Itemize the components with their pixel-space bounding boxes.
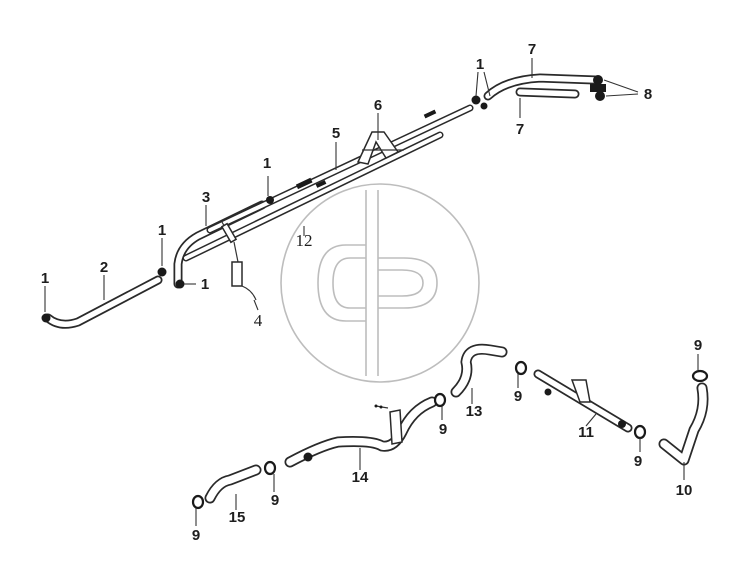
hose-part-7-lower <box>515 87 580 99</box>
label-part-7: 7 <box>528 41 536 58</box>
hose-part-15 <box>204 464 262 504</box>
leader-lines <box>44 58 699 526</box>
hose-part-13 <box>450 343 508 398</box>
pipe-joints <box>295 109 437 190</box>
label-part-2: 2 <box>100 259 108 276</box>
label-part-9: 9 <box>271 492 279 509</box>
label-part-9: 9 <box>192 527 200 544</box>
label-part-4: 4 <box>254 311 263 330</box>
hose-part-2 <box>43 275 163 329</box>
label-part-10: 10 <box>676 482 693 499</box>
label-part-12: 12 <box>296 231 313 250</box>
sensor-part-4 <box>220 221 257 301</box>
pipe-part-11 <box>533 369 633 433</box>
label-part-15: 15 <box>229 509 246 526</box>
label-part-9: 9 <box>439 421 447 438</box>
label-part-11: 11 <box>578 424 594 441</box>
label-part-1: 1 <box>158 222 166 239</box>
label-part-9: 9 <box>694 337 702 354</box>
pipe-part-12 <box>182 131 444 262</box>
clamp-part-9-group <box>191 360 709 510</box>
label-part-9: 9 <box>634 453 642 470</box>
hose-part-14 <box>284 396 438 468</box>
hose-part-10 <box>658 382 709 466</box>
label-part-13: 13 <box>466 403 483 420</box>
bracket-part-6 <box>356 131 404 165</box>
label-part-9: 9 <box>514 388 522 405</box>
label-part-14: 14 <box>352 469 369 486</box>
pipe-part-3 <box>173 200 267 289</box>
label-part-5: 5 <box>332 125 340 142</box>
label-part-1: 1 <box>476 56 484 73</box>
hose-part-7-upper <box>483 73 600 101</box>
label-part-8: 8 <box>644 86 652 103</box>
label-part-1: 1 <box>263 155 271 172</box>
label-part-3: 3 <box>202 189 210 206</box>
label-part-6: 6 <box>374 97 382 114</box>
watermark-logo <box>280 183 480 383</box>
pipe-part-5 <box>206 104 474 234</box>
label-part-1: 1 <box>201 276 209 293</box>
clamp-part-1-group <box>41 95 488 323</box>
label-part-7: 7 <box>516 121 524 138</box>
label-part-1: 1 <box>41 270 49 287</box>
connector-part-8 <box>590 75 606 101</box>
part-labels: 1 2 1 1 3 1 5 6 1 7 7 8 4 12 13 14 15 9 … <box>41 41 702 544</box>
